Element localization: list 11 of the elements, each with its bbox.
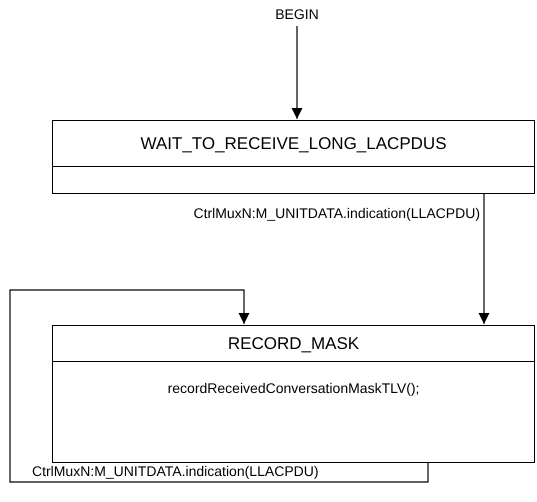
arrow xyxy=(478,194,490,324)
edge-label: CtrlMuxN:M_UNITDATA.indication(LLACPDU) xyxy=(30,463,321,479)
arrow xyxy=(9,289,429,483)
arrow xyxy=(292,26,302,119)
start-label: BEGIN xyxy=(272,6,322,24)
state-box xyxy=(52,120,535,194)
state-action: recordReceivedConversationMaskTLV(); xyxy=(168,380,420,396)
state-box xyxy=(52,325,535,463)
edge-label: CtrlMuxN:M_UNITDATA.indication(LLACPDU) xyxy=(191,205,482,221)
state-name: RECORD_MASK xyxy=(228,334,360,354)
state-name: WAIT_TO_RECEIVE_LONG_LACPDUS xyxy=(140,134,447,154)
